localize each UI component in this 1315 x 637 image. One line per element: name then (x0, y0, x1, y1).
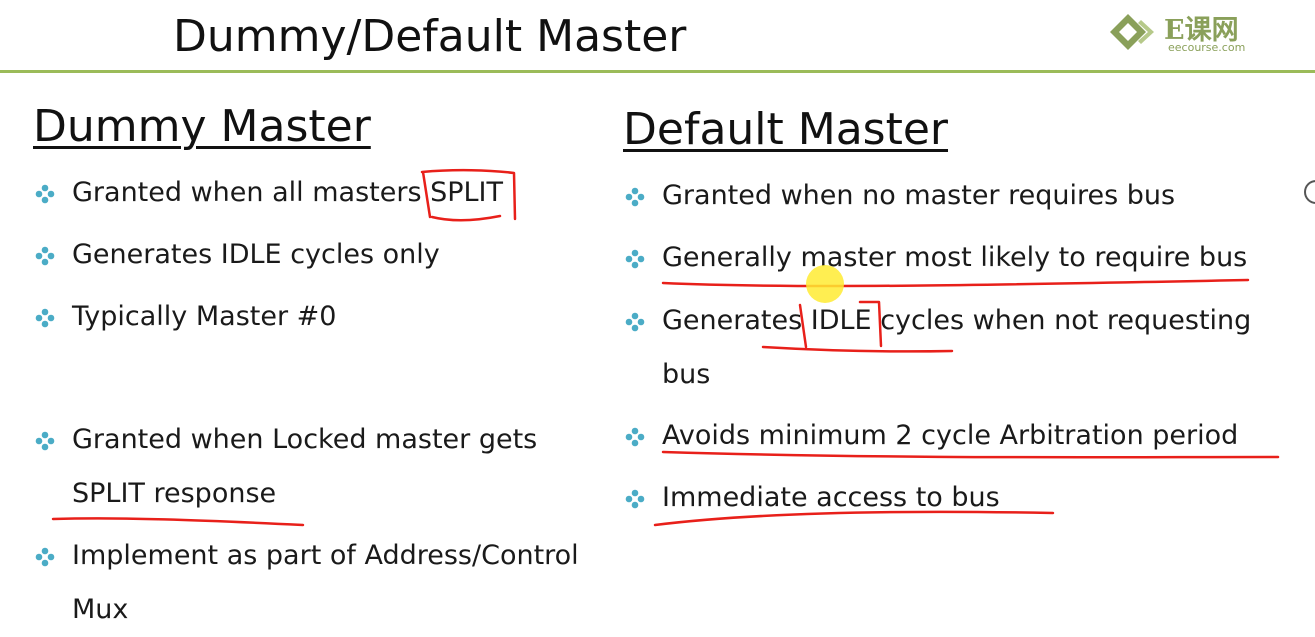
diamond-bullet-icon (625, 249, 645, 269)
bullet-text: Typically Master #0 (72, 301, 337, 332)
slide-title: Dummy/Default Master (173, 11, 687, 62)
diamond-bullet-icon (625, 312, 645, 332)
left-bullet-4: Granted when Locked master gets (35, 413, 538, 467)
left-bullet-5: Implement as part of Address/Control (35, 529, 579, 583)
diamond-bullet-icon (35, 547, 55, 567)
bullet-text: Granted when all masters SPLIT (72, 177, 504, 208)
diamond-bullet-icon (625, 489, 645, 509)
right-bullet-5: Immediate access to bus (625, 471, 1000, 525)
default-master-heading: Default Master (623, 104, 949, 155)
bullet-text: Generates IDLE cycles only (72, 239, 440, 270)
bullet-text: Generally master most likely to require … (662, 242, 1248, 273)
edge-glyph (1304, 180, 1315, 204)
right-bullet-3: Generates IDLE cycles when not requestin… (625, 294, 1252, 348)
right-bullet-4: Avoids minimum 2 cycle Arbitration perio… (625, 409, 1239, 463)
right-bullet-1: Granted when no master requires bus (625, 169, 1176, 223)
left-bullet-1: Granted when all masters SPLIT (35, 166, 504, 220)
title-divider (0, 70, 1315, 73)
left-bullet-3: Typically Master #0 (35, 290, 337, 344)
left-bullet-2: Generates IDLE cycles only (35, 228, 440, 282)
bullet-text: Avoids minimum 2 cycle Arbitration perio… (662, 420, 1239, 451)
diamond-bullet-icon (625, 187, 645, 207)
bullet-text: Generates IDLE cycles when not requestin… (662, 305, 1252, 336)
diamond-bullet-icon (35, 184, 55, 204)
left-bullet-4-continuation: SPLIT response (72, 478, 277, 509)
pointer-highlight (806, 265, 844, 303)
diamond-bullet-icon (35, 308, 55, 328)
eecourse-logo: E课网 eecourse.com (1108, 8, 1268, 58)
diamond-bullet-icon (625, 427, 645, 447)
diamond-bullet-icon (35, 246, 55, 266)
logo-url: eecourse.com (1168, 41, 1246, 54)
dummy-master-heading: Dummy Master (33, 101, 371, 152)
bullet-text: Implement as part of Address/Control (72, 540, 579, 571)
eecourse-logo-icon (1110, 14, 1154, 50)
right-bullet-2: Generally master most likely to require … (625, 231, 1248, 285)
bullet-text: Granted when no master requires bus (662, 180, 1176, 211)
bullet-text: Granted when Locked master gets (72, 424, 538, 455)
logo-text: E课网 (1164, 15, 1239, 46)
left-bullet-5-continuation: Mux (72, 594, 129, 625)
diamond-bullet-icon (35, 431, 55, 451)
bullet-text: Immediate access to bus (662, 482, 1000, 513)
right-bullet-3-continuation: bus (662, 359, 711, 390)
